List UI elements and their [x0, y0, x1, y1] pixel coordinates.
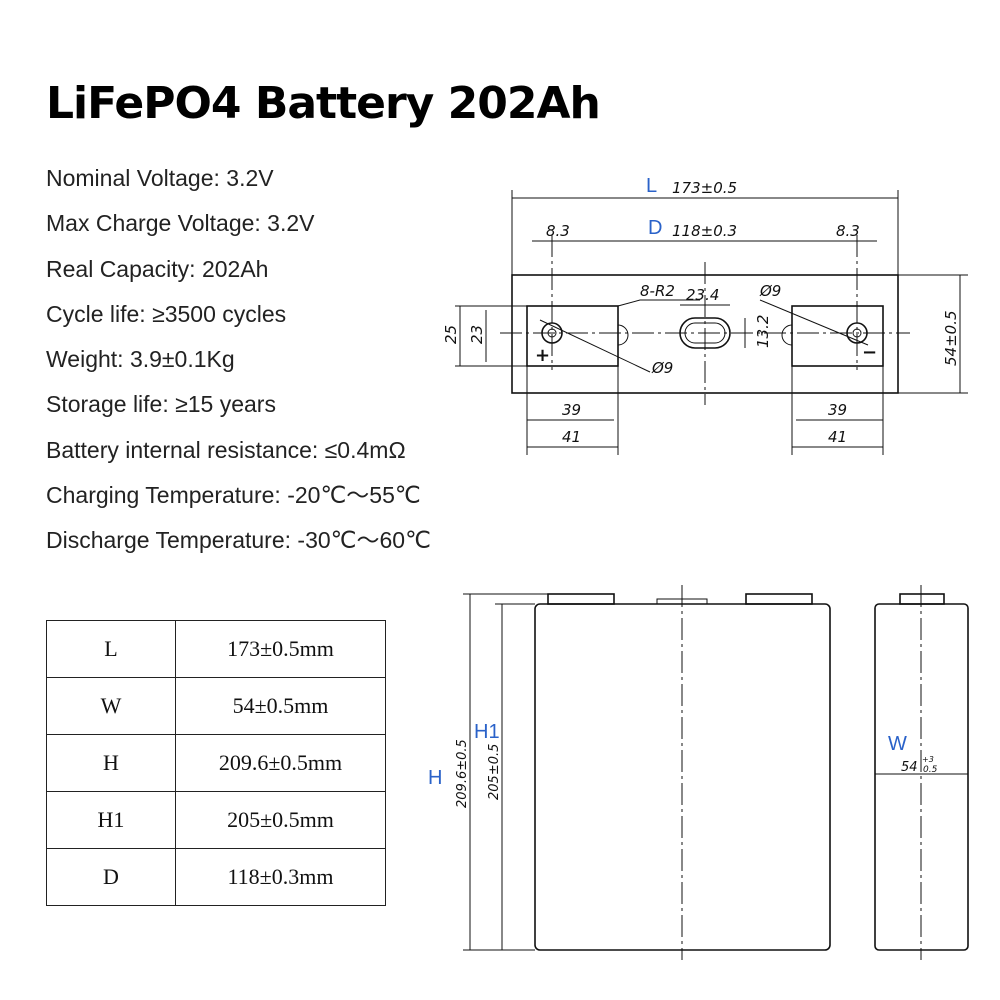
dim-41-right: 41 [828, 428, 847, 446]
dim-w-tol-lower: 0.5 [923, 765, 938, 775]
label-l: L [646, 175, 657, 197]
dim-h1-value: 205±0.5 [487, 744, 502, 800]
dim-39-left: 39 [562, 401, 581, 419]
leader-d9-left [539, 319, 651, 373]
top-view: L 173±0.5 D 118±0.3 8.3 8.3 8-R2 23.4 Ø9… [442, 175, 968, 455]
label-h: H [428, 767, 442, 789]
label-h1: H1 [474, 721, 500, 743]
negative-terminal-block [791, 305, 884, 367]
spec-cycle-life: Cycle life: ≥3500 cycles [46, 300, 287, 327]
dim-key-d: D [46, 848, 176, 906]
dim-132: 13.2 [754, 315, 772, 348]
spec-discharge-temperature: Discharge Temperature: -30℃～60℃ [46, 527, 431, 554]
front-view: H H1 209.6±0.5 205±0.5 [428, 585, 831, 960]
leader-d9-right [759, 299, 869, 346]
spec-weight: Weight: 3.9±0.1Kg [46, 346, 235, 373]
dim-value-h: 209.6±0.5mm [175, 734, 386, 792]
dim-r2: 8-R2 [640, 282, 675, 300]
dim-54: 54±0.5 [942, 310, 960, 366]
dim-h-value: 209.6±0.5 [455, 739, 470, 808]
side-notch-right [781, 324, 793, 346]
dim-234: 23.4 [686, 286, 719, 304]
plus-icon: + [535, 345, 550, 366]
spec-storage-life: Storage life: ≥15 years [46, 391, 276, 418]
dim-key-w: W [46, 677, 176, 735]
dim-value-w: 54±0.5mm [175, 677, 386, 735]
dim-41-left: 41 [562, 428, 581, 446]
dim-value-l: 173±0.5mm [175, 620, 386, 678]
dim-39-right: 39 [828, 401, 847, 419]
table-row: D 118±0.3mm [46, 848, 386, 906]
dim-25: 25 [442, 325, 460, 344]
label-d: D [648, 217, 662, 239]
table-row: H 209.6±0.5mm [46, 734, 386, 792]
spec-max-charge-voltage: Max Charge Voltage: 3.2V [46, 210, 315, 237]
spec-charging-temperature: Charging Temperature: -20℃～55℃ [46, 482, 421, 509]
dim-d9-left: Ø9 [651, 359, 673, 377]
side-view: W 54 +3 0.5 [874, 585, 969, 960]
table-row: H1 205±0.5mm [46, 791, 386, 849]
spec-internal-resistance: Battery internal resistance: ≤0.4mΩ [46, 436, 406, 463]
dim-value-d: 118±0.3mm [175, 848, 386, 906]
dim-83-left: 8.3 [546, 222, 570, 240]
minus-icon: − [862, 342, 877, 363]
leader-r2 [617, 299, 700, 307]
table-row: L 173±0.5mm [46, 620, 386, 678]
page-title: LiFePO4 Battery 202Ah [46, 78, 601, 129]
dim-key-h1: H1 [46, 791, 176, 849]
dim-d9-right: Ø9 [759, 282, 781, 300]
spec-real-capacity: Real Capacity: 202Ah [46, 255, 269, 282]
dim-key-h: H [46, 734, 176, 792]
table-row: W 54±0.5mm [46, 677, 386, 735]
dim-value-h1: 205±0.5mm [175, 791, 386, 849]
front-right-terminal [745, 593, 813, 605]
dim-83-right: 8.3 [836, 222, 860, 240]
dim-23: 23 [468, 325, 486, 344]
front-left-terminal [547, 593, 615, 605]
dim-d-value: 118±0.3 [672, 222, 737, 240]
dim-w-tol-upper: +3 [922, 755, 934, 764]
positive-terminal-block [526, 305, 619, 367]
spec-list: Nominal Voltage: 3.2V Max Charge Voltage… [46, 160, 431, 568]
dim-w-value: 54 [901, 760, 918, 775]
dimension-table: L 173±0.5mm W 54±0.5mm H 209.6±0.5mm H1 … [46, 620, 386, 906]
dim-l-value: 173±0.5 [672, 179, 737, 197]
side-notch-left [617, 324, 629, 346]
side-terminal [899, 593, 945, 605]
spec-nominal-voltage: Nominal Voltage: 3.2V [46, 165, 274, 191]
label-w: W [888, 733, 907, 755]
